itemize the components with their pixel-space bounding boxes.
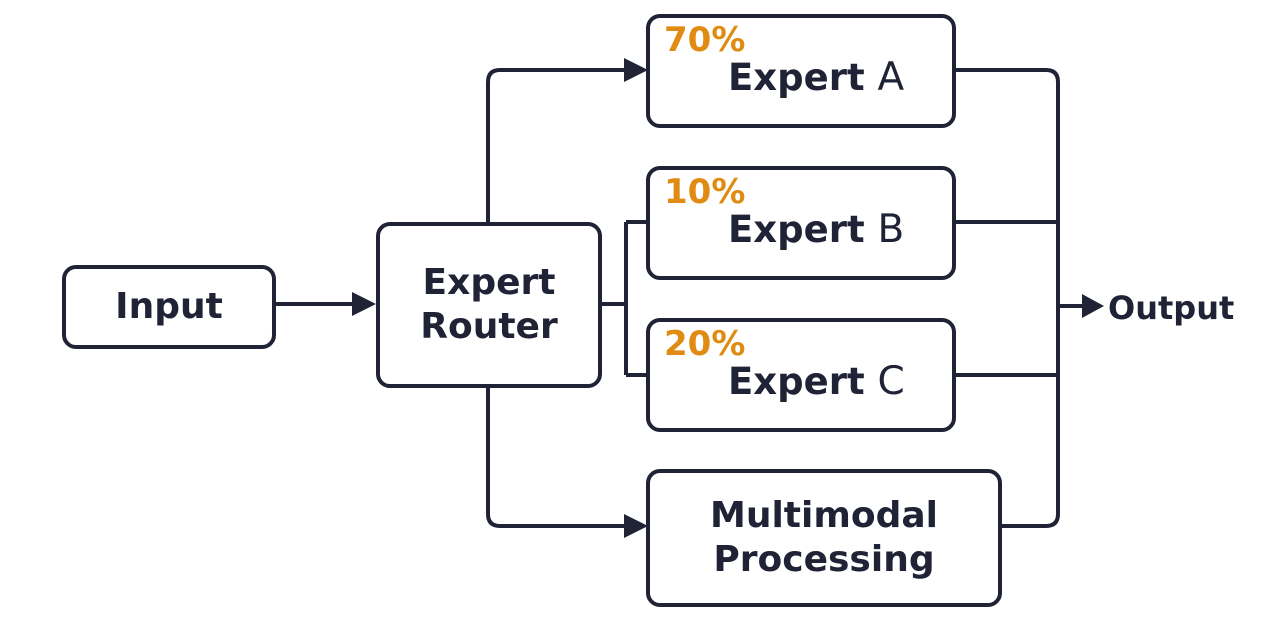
arrowhead-router	[352, 292, 376, 316]
arrow-router-to-multimodal	[486, 388, 628, 528]
expert-a-letter: A	[877, 55, 905, 100]
expert-a-percent: 70%	[664, 20, 746, 60]
router-label-line1: Expert	[422, 262, 556, 303]
line-expert-a-to-output	[954, 68, 1060, 528]
expert-b-node: 10% Expert B	[646, 166, 956, 280]
expert-b-letter: B	[877, 207, 905, 252]
arrowhead-output	[1082, 294, 1104, 318]
expert-a-word: Expert	[728, 56, 865, 99]
arrowhead-expert-a	[624, 58, 648, 82]
multimodal-label-line1: Multimodal	[710, 495, 938, 536]
expert-b-percent: 10%	[664, 172, 746, 212]
router-label-line2: Router	[420, 306, 558, 347]
expert-c-label: Expert C	[728, 362, 905, 402]
expert-c-percent: 20%	[664, 324, 746, 364]
expert-c-word: Expert	[728, 360, 865, 403]
input-node: Input	[62, 265, 276, 349]
expert-a-label: Expert A	[728, 58, 904, 98]
multimodal-label-line2: Processing	[713, 539, 935, 580]
output-label: Output	[1108, 289, 1235, 327]
expert-router-node: Expert Router	[376, 222, 602, 388]
expert-a-node: 70% Expert A	[646, 14, 956, 128]
expert-b-label: Expert B	[728, 210, 904, 250]
multimodal-processing-node: Multimodal Processing	[646, 469, 1002, 607]
expert-c-node: 20% Expert C	[646, 318, 956, 432]
expert-b-word: Expert	[728, 208, 865, 251]
arrow-router-to-expert-a	[486, 68, 628, 222]
arrowhead-multimodal	[624, 514, 648, 538]
expert-c-letter: C	[877, 359, 905, 404]
input-label: Input	[115, 286, 223, 327]
